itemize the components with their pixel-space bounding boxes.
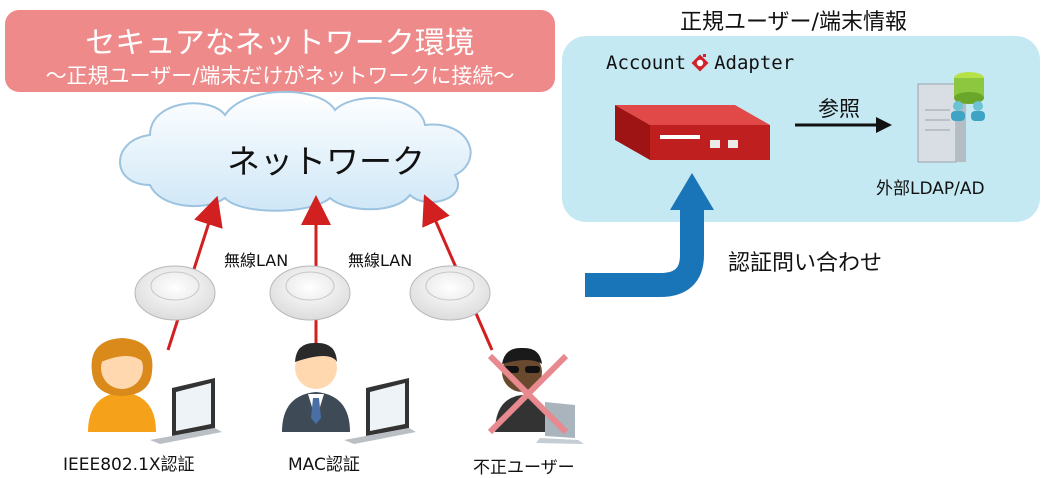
auth-query-arrow [585, 205, 704, 297]
access-point-1 [134, 265, 216, 321]
diagram-title: セキュアなネットワーク環境 [85, 26, 475, 61]
logo-text-account: Account [606, 52, 687, 74]
user-mac-caption: MAC認証 [288, 455, 360, 475]
diagram-subtitle: 〜正規ユーザー/端末だけがネットワークに接続〜 [45, 64, 515, 88]
user-ieee-caption: IEEE802.1X認証 [63, 455, 195, 475]
laptop-icon-1 [150, 378, 222, 444]
user-ieee-avatar [88, 338, 156, 432]
ldap-label: 外部LDAP/AD [876, 179, 985, 199]
title-banner [5, 10, 555, 92]
reference-arrowhead [876, 117, 892, 133]
access-point-3 [409, 265, 491, 321]
network-cloud [119, 90, 472, 212]
access-point-2 [269, 265, 351, 321]
info-panel-header: 正規ユーザー/端末情報 [680, 10, 907, 35]
account-adapter-appliance [615, 105, 770, 160]
wireless-lan-label-1: 無線LAN [224, 251, 289, 270]
account-adapter-logo: Account Adapter [606, 52, 794, 74]
network-cloud-label: ネットワーク [227, 142, 425, 181]
auth-query-arrowhead [670, 173, 714, 210]
laptop-icon-2 [344, 378, 416, 444]
cross-mark-icon [487, 353, 569, 435]
auth-query-label: 認証問い合わせ [728, 251, 883, 276]
ldap-server-icon [917, 72, 985, 163]
laptop-icon-3 [536, 402, 584, 444]
adapter-mark-icon [691, 54, 709, 72]
reference-label: 参照 [818, 97, 860, 121]
logo-text-adapter: Adapter [714, 52, 795, 74]
user-mac-avatar [282, 342, 350, 432]
user-unauthorized-caption: 不正ユーザー [473, 458, 575, 478]
wireless-lan-label-2: 無線LAN [348, 251, 413, 270]
